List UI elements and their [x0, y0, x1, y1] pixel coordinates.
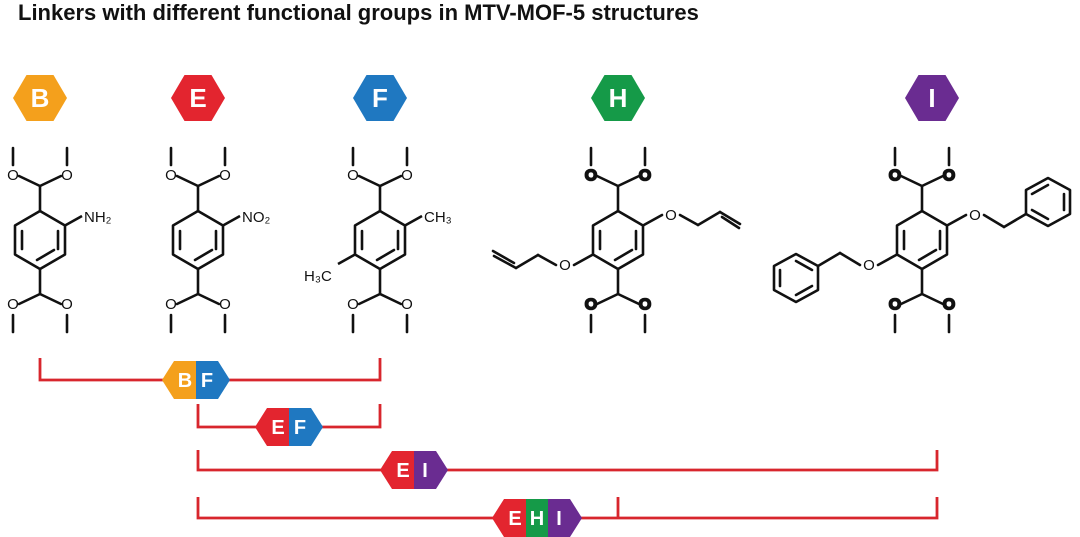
linker-h-hexagon: H [591, 75, 645, 121]
combination-label-b: B [178, 370, 192, 392]
svg-text:O: O [863, 257, 875, 274]
combination-label-i: I [556, 508, 562, 530]
svg-text:O: O [969, 207, 981, 224]
combination-label-e: E [508, 508, 521, 530]
linker-e-structure: NO₂ [165, 146, 271, 334]
linker-h-label: H [609, 83, 628, 113]
linker-i-label: I [928, 83, 935, 113]
methyl-group-label: CH₃ [424, 209, 452, 226]
linker-f-hexagon: F [353, 75, 407, 121]
linker-e-hexagon: E [171, 75, 225, 121]
linker-b-structure: NH₂ [7, 146, 112, 334]
combination-label-f: F [201, 370, 213, 392]
nitro-group-label: NO₂ [242, 209, 271, 226]
svg-text:O: O [559, 257, 571, 274]
figure-title: Linkers with different functional groups… [18, 0, 699, 25]
combination-label-f: F [294, 417, 306, 439]
linker-b-hexagon: B [13, 75, 67, 121]
linker-e-label: E [189, 83, 206, 113]
linker-f-structure: CH₃ H₃C [304, 146, 452, 334]
linker-i-structure: O O [772, 146, 1072, 334]
combination-label-h: H [530, 508, 544, 530]
combination-bracket-3 [196, 450, 939, 472]
linker-i-hexagon: I [905, 75, 959, 121]
svg-text:O: O [665, 207, 677, 224]
combination-label-e: E [271, 417, 284, 439]
linker-f-label: F [372, 83, 388, 113]
methyl-group-label-bottom: H₃C [304, 268, 332, 285]
combination-label-e: E [396, 460, 409, 482]
combination-label-i: I [422, 460, 428, 482]
linker-b-label: B [31, 83, 50, 113]
amino-group-label: NH₂ [84, 209, 112, 226]
linker-h-structure: O O [491, 146, 742, 334]
